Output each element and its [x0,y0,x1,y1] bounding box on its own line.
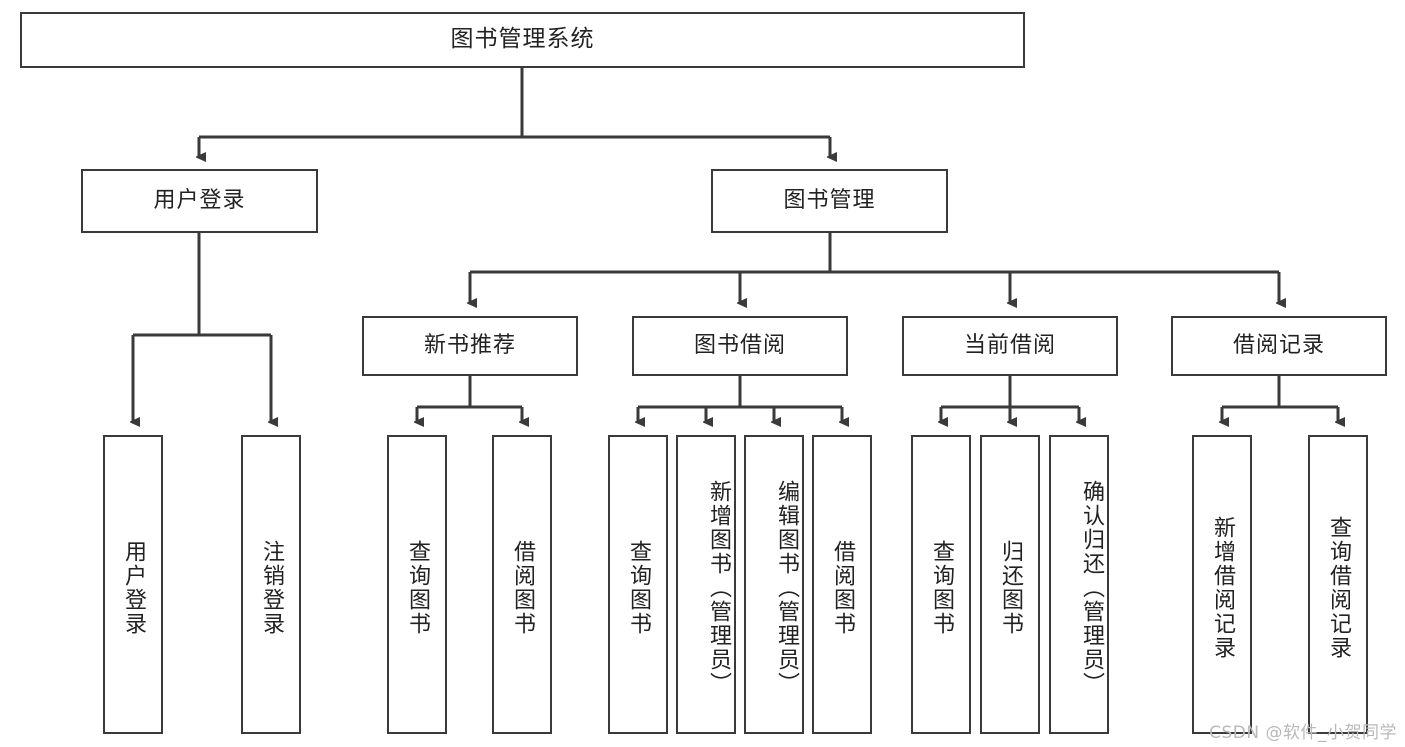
node-book-borrow[interactable]: 图书借阅 [632,316,848,376]
node-borrow-record[interactable]: 借阅记录 [1171,316,1387,376]
leaf-borrow-record-add-record[interactable]: 新增借阅记录 [1192,435,1252,734]
leaf-book-borrow-query-book[interactable]: 查询图书 [608,435,668,734]
node-root-book-management-system[interactable]: 图书管理系统 [20,12,1025,68]
leaf-book-borrow-add-book-admin[interactable]: 新增图书（管理员） [676,435,736,734]
leaf-borrow-record-query-record[interactable]: 查询借阅记录 [1308,435,1368,734]
leaf-book-borrow-edit-book-admin[interactable]: 编辑图书（管理员） [744,435,804,734]
csdn-watermark: CSDN @软件_小贺同学 [1209,723,1397,743]
leaf-current-borrow-return-book[interactable]: 归还图书 [980,435,1040,734]
leaf-current-borrow-query-book[interactable]: 查询图书 [911,435,971,734]
leaf-new-book-borrow-book[interactable]: 借阅图书 [492,435,552,734]
node-book-management[interactable]: 图书管理 [711,169,948,233]
node-current-borrow[interactable]: 当前借阅 [902,316,1118,376]
leaf-user-login-login[interactable]: 用户登录 [103,435,163,734]
leaf-book-borrow-borrow-book[interactable]: 借阅图书 [812,435,872,734]
leaf-current-borrow-confirm-return-admin[interactable]: 确认归还（管理员） [1049,435,1109,734]
node-new-book-recommend[interactable]: 新书推荐 [362,316,578,376]
leaf-new-book-query-book[interactable]: 查询图书 [387,435,447,734]
leaf-user-login-logout[interactable]: 注销登录 [241,435,301,734]
node-user-login[interactable]: 用户登录 [81,169,318,233]
